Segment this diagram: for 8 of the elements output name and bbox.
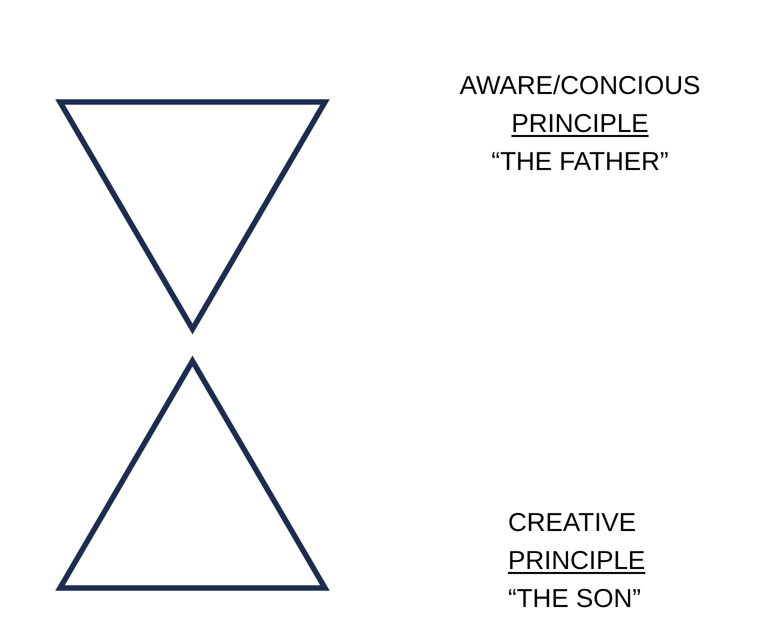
caption-text: PRINCIPLE — [508, 544, 646, 577]
caption-text: CREATIVE — [508, 506, 636, 539]
triangle-shape — [55, 99, 330, 334]
caption-text: AWARE/CONCIOUS — [460, 69, 700, 102]
caption-text: PRINCIPLE — [511, 107, 649, 140]
triangle-shape — [55, 356, 330, 591]
caption-text: “THE SON” — [508, 582, 641, 615]
caption-text: “THE FATHER” — [491, 145, 669, 178]
